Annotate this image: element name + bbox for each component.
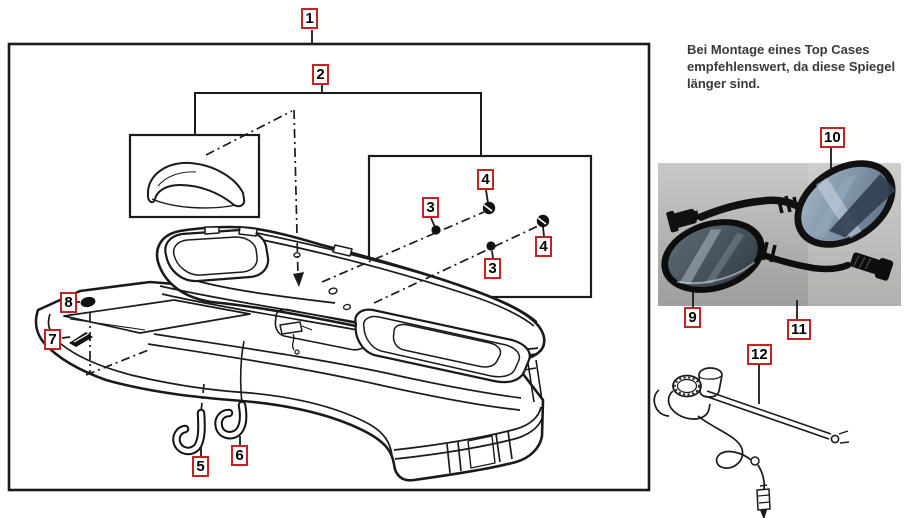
mirror-right xyxy=(666,160,896,248)
rubber-pad-inset xyxy=(147,161,246,209)
cap-nut-4b xyxy=(536,214,550,228)
callout-7: 7 xyxy=(44,329,61,350)
diagram-frame xyxy=(7,42,651,492)
fasteners xyxy=(69,201,550,347)
callout-9: 9 xyxy=(684,307,701,328)
callout-5: 5 xyxy=(192,456,209,477)
mounting-hooks xyxy=(172,400,248,456)
hook6-leader xyxy=(239,340,245,405)
cap-nut-4a xyxy=(482,201,496,215)
callout-3b: 3 xyxy=(484,258,501,279)
callout-10: 10 xyxy=(820,127,845,148)
note-text: Bei Montage eines Top Cases empfehlenswe… xyxy=(687,41,897,92)
callout-4a: 4 xyxy=(477,169,494,190)
mirror-left xyxy=(661,219,894,293)
screw-3b xyxy=(486,241,496,251)
callout-3a: 3 xyxy=(422,197,439,218)
mirror-photo xyxy=(658,160,901,306)
mirror-arm-part xyxy=(653,367,850,518)
note-line-1: Bei Montage eines Top Cases xyxy=(687,42,870,57)
screw-3a xyxy=(431,225,441,235)
clamp-7 xyxy=(69,332,93,347)
note-line-2: empfehlenswert, da diese Spiegel xyxy=(687,59,896,74)
callout-brackets xyxy=(128,30,593,299)
callout-4b: 4 xyxy=(535,236,552,257)
callout-8: 8 xyxy=(60,292,77,313)
callout-1: 1 xyxy=(301,8,318,29)
leader-lines xyxy=(85,109,539,413)
leader-arrowhead xyxy=(293,272,304,287)
note-line-3: länger sind. xyxy=(687,76,760,91)
screw-8 xyxy=(80,296,96,308)
callout-6: 6 xyxy=(231,445,248,466)
callout-connectors xyxy=(61,146,832,456)
callout-11: 11 xyxy=(787,319,811,340)
callout-2: 2 xyxy=(312,64,329,85)
callout-12: 12 xyxy=(747,344,772,365)
topcase-drawing xyxy=(34,225,546,482)
